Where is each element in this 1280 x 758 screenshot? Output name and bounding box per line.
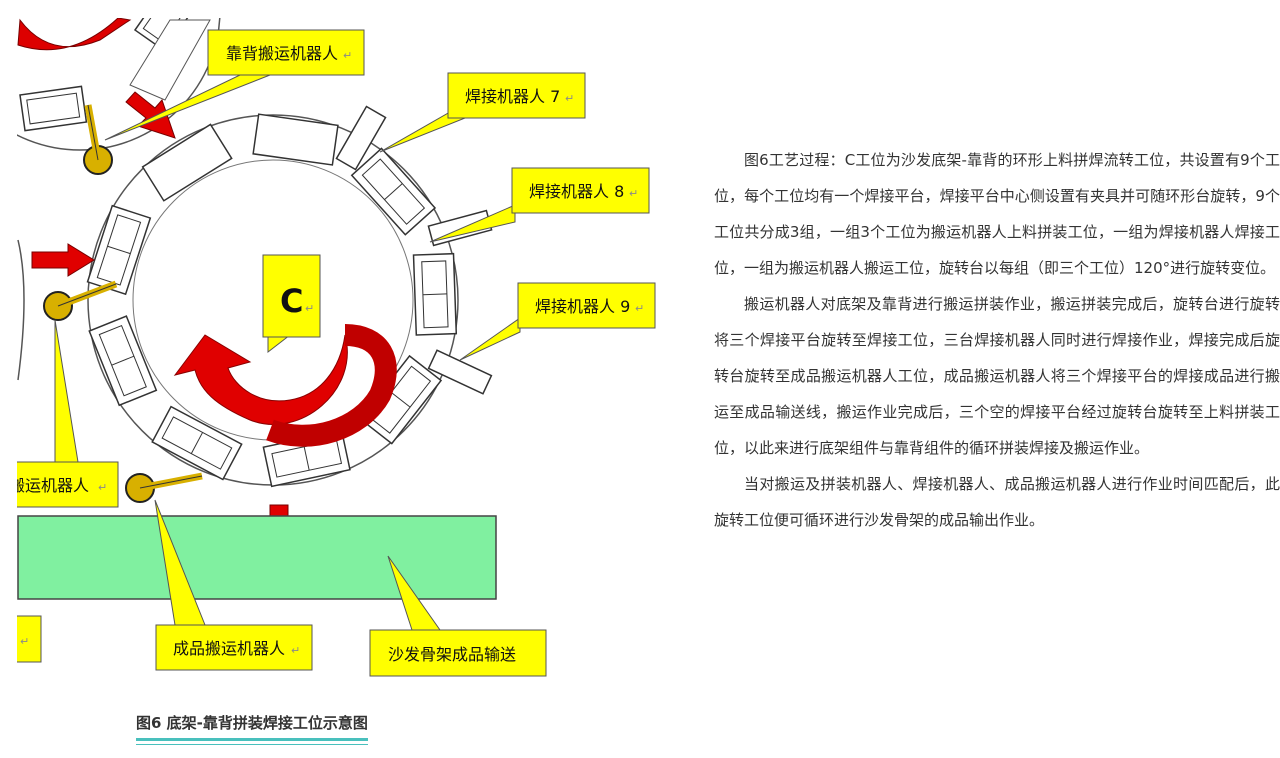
weld-platform <box>350 147 437 236</box>
upper-weld-table <box>19 85 88 132</box>
figure: 靠背搬运机器人 ↵ 焊接机器人 7 ↵ 焊接机器人 8 ↵ 焊接机器人 9 ↵ … <box>9 18 656 745</box>
callout-label: 焊接机器人 9 <box>535 297 630 316</box>
callout-label: 搬运机器人 <box>9 476 89 495</box>
callout-label: 焊接机器人 7 <box>465 87 560 106</box>
left-ring-partial <box>17 239 25 381</box>
weld-platform <box>88 315 158 407</box>
callout-sofa-frame-conveyor: 沙发骨架成品输送 <box>369 629 547 677</box>
callout-weld-robot-9: 焊接机器人 9 ↵ <box>517 282 656 329</box>
weld-platform <box>151 405 243 481</box>
paragraph-mark: ↵ <box>629 187 638 200</box>
paragraph-mark: ↵ <box>305 302 314 315</box>
paragraph-mark: ↵ <box>20 635 29 648</box>
paragraph-mark: ↵ <box>291 644 300 657</box>
robots <box>43 104 203 503</box>
weld-platform <box>252 113 339 166</box>
callout-back-carry-robot: 靠背搬运机器人 ↵ <box>207 29 365 76</box>
workstation-diagram: 靠背搬运机器人 ↵ 焊接机器人 7 ↵ 焊接机器人 8 ↵ 焊接机器人 9 ↵ … <box>9 18 656 677</box>
callout-weld-robot-8: 焊接机器人 8 ↵ <box>511 167 650 214</box>
paragraph-mark: ↵ <box>98 481 107 494</box>
article-body: 图6工艺过程：C工位为沙发底架-靠背的环形上料拼焊流转工位，共设置有9个工位，每… <box>714 142 1280 538</box>
paragraph: 搬运机器人对底架及靠背进行搬运拼装作业，搬运拼装完成后，旋转台进行旋转将三个焊接… <box>714 295 1280 457</box>
figure-caption: 图6 底架-靠背拼装焊接工位示意图 <box>136 712 368 745</box>
paragraph-mark: ↵ <box>635 302 644 315</box>
callout-station-c: C ↵ <box>262 254 321 338</box>
weld-platform <box>412 252 458 336</box>
paragraph-mark: ↵ <box>343 49 352 62</box>
callout-finished-carry-robot: 成品搬运机器人 ↵ <box>155 624 313 671</box>
callout-label: 沙发骨架成品输送 <box>388 645 516 664</box>
callout-label: 焊接机器人 8 <box>529 182 624 201</box>
station-c-label: C <box>280 282 303 320</box>
rotation-arrow <box>173 324 397 447</box>
callout-left-stub: ↵ <box>17 615 42 663</box>
callout-weld-robot-7: 焊接机器人 7 ↵ <box>447 72 586 119</box>
callouts: 靠背搬运机器人 ↵ 焊接机器人 7 ↵ 焊接机器人 8 ↵ 焊接机器人 9 ↵ … <box>9 29 656 677</box>
paragraph-mark: ↵ <box>565 92 574 105</box>
finished-product-conveyor <box>17 515 497 600</box>
paragraph: 当对搬运及拼装机器人、焊接机器人、成品搬运机器人进行作业时间匹配后，此旋转工位便… <box>714 475 1280 529</box>
callout-carry-robot: 搬运机器人 ↵ <box>9 461 119 508</box>
callout-pointers <box>54 74 521 631</box>
upper-ring-partial <box>17 18 221 151</box>
callout-label: 靠背搬运机器人 <box>226 44 338 63</box>
weld-platform <box>141 123 233 202</box>
paragraph: 图6工艺过程：C工位为沙发底架-靠背的环形上料拼焊流转工位，共设置有9个工位，每… <box>714 151 1280 277</box>
callout-label: 成品搬运机器人 <box>173 639 285 658</box>
